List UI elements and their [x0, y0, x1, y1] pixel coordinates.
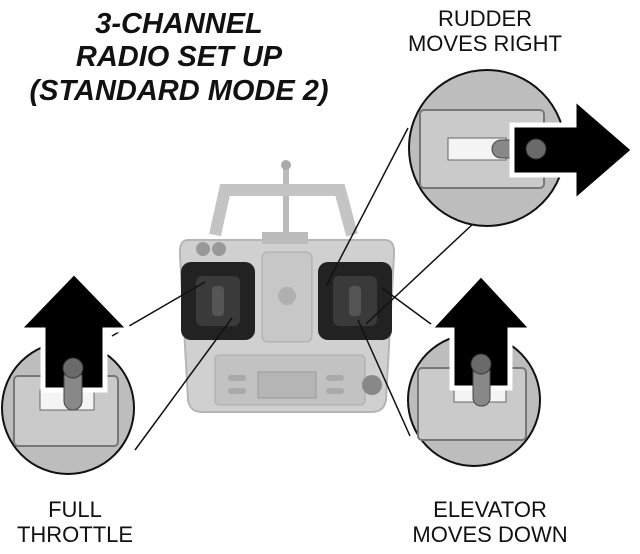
rudder-stick-tip-top: [526, 139, 546, 159]
lcd-display: [258, 372, 316, 398]
center-knob: [278, 287, 296, 305]
antenna: [283, 165, 289, 240]
key-1: [228, 375, 246, 381]
throttle-stick-tip: [63, 358, 83, 378]
left-stick: [212, 286, 224, 316]
radio-transmitter-icon: [180, 160, 394, 412]
switch-left-b: [212, 242, 226, 256]
dial-knob: [362, 375, 382, 395]
key-2: [228, 388, 246, 394]
right-stick: [349, 286, 361, 316]
key-3: [326, 375, 344, 381]
antenna-tip: [281, 160, 291, 170]
brand-badge: [262, 232, 308, 244]
elevator-stick-tip: [471, 354, 491, 374]
key-4: [326, 388, 344, 394]
switch-left-a: [196, 242, 210, 256]
